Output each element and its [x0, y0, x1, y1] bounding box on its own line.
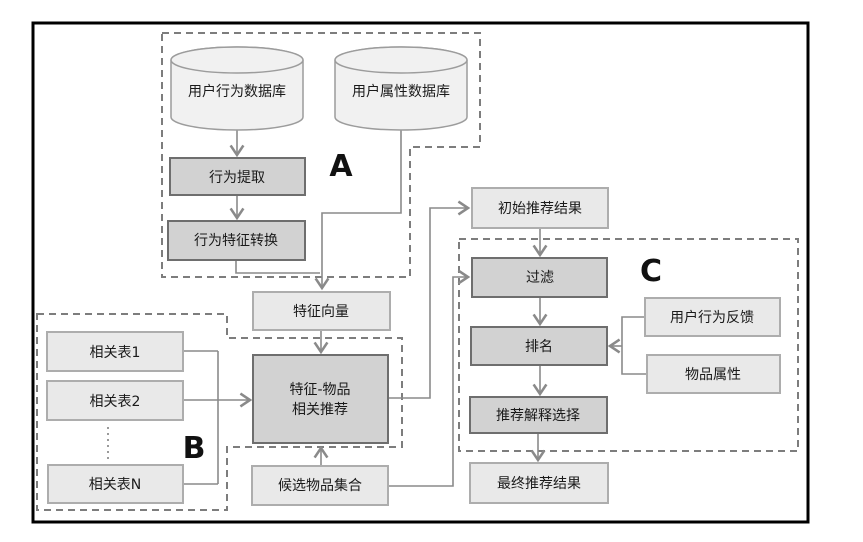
- region-c-label: C: [640, 254, 662, 289]
- edge-convert-join: [235, 260, 320, 274]
- node-feature-item-rec: 特征-物品 相关推荐: [252, 354, 389, 444]
- node-label: 物品属性: [685, 367, 741, 383]
- edge-rec-to-initial: [388, 200, 471, 399]
- node-label: 特征向量: [293, 304, 349, 320]
- node-user-attr-db: 用户属性数据库: [334, 46, 468, 131]
- node-label: 初始推荐结果: [498, 200, 582, 217]
- node-explain-select: 推荐解释选择: [469, 396, 608, 434]
- node-candidate-items: 候选物品集合: [251, 465, 389, 506]
- node-label: 相关表1: [90, 345, 141, 361]
- node-related-table-n: 相关表N: [47, 464, 184, 504]
- node-filter: 过滤: [471, 257, 608, 298]
- region-b-label: B: [183, 431, 206, 466]
- node-user-feedback: 用户行为反馈: [644, 297, 781, 337]
- figure-border: [31, 21, 810, 524]
- node-label: 行为特征转换: [194, 232, 278, 249]
- node-user-behavior-db: 用户行为数据库: [170, 46, 304, 131]
- edge-feedback-attrs-join: [621, 316, 647, 375]
- node-related-table-2: 相关表2: [46, 380, 184, 421]
- node-label-line1: 特征-物品: [289, 382, 350, 398]
- node-initial-results: 初始推荐结果: [471, 187, 609, 229]
- node-label: 推荐解释选择: [496, 408, 580, 424]
- node-feature-vector: 特征向量: [252, 291, 391, 331]
- node-final-results: 最终推荐结果: [469, 462, 609, 504]
- node-label: 最终推荐结果: [497, 476, 581, 492]
- node-label: 候选物品集合: [278, 477, 362, 494]
- node-label: 相关表N: [89, 477, 141, 493]
- region-a-label: A: [329, 149, 353, 184]
- node-label: 用户行为反馈: [670, 309, 754, 326]
- cylinder-top: [170, 46, 304, 74]
- edge-attrdb-to-featurevector: [314, 130, 402, 291]
- node-item-attrs: 物品属性: [646, 354, 781, 394]
- edge-candidates-to-filter: [388, 269, 471, 487]
- region-b-outline: [36, 313, 403, 511]
- node-label: 相关表2: [90, 394, 141, 410]
- node-label: 排名: [525, 339, 553, 355]
- region-a-outline: [161, 32, 481, 278]
- region-c-outline: [458, 238, 799, 452]
- node-behavior-extract: 行为提取: [169, 157, 306, 196]
- node-label: 用户行为数据库: [188, 83, 286, 100]
- cylinder-top: [334, 46, 468, 74]
- node-label: 用户属性数据库: [352, 83, 450, 100]
- node-behavior-feature-convert: 行为特征转换: [167, 220, 306, 261]
- node-related-table-1: 相关表1: [46, 331, 184, 372]
- node-label: 过滤: [526, 270, 554, 286]
- node-label: 行为提取: [209, 170, 265, 186]
- node-ranking: 排名: [470, 326, 608, 366]
- connectors: [107, 130, 647, 487]
- node-label-line2: 相关推荐: [292, 402, 348, 418]
